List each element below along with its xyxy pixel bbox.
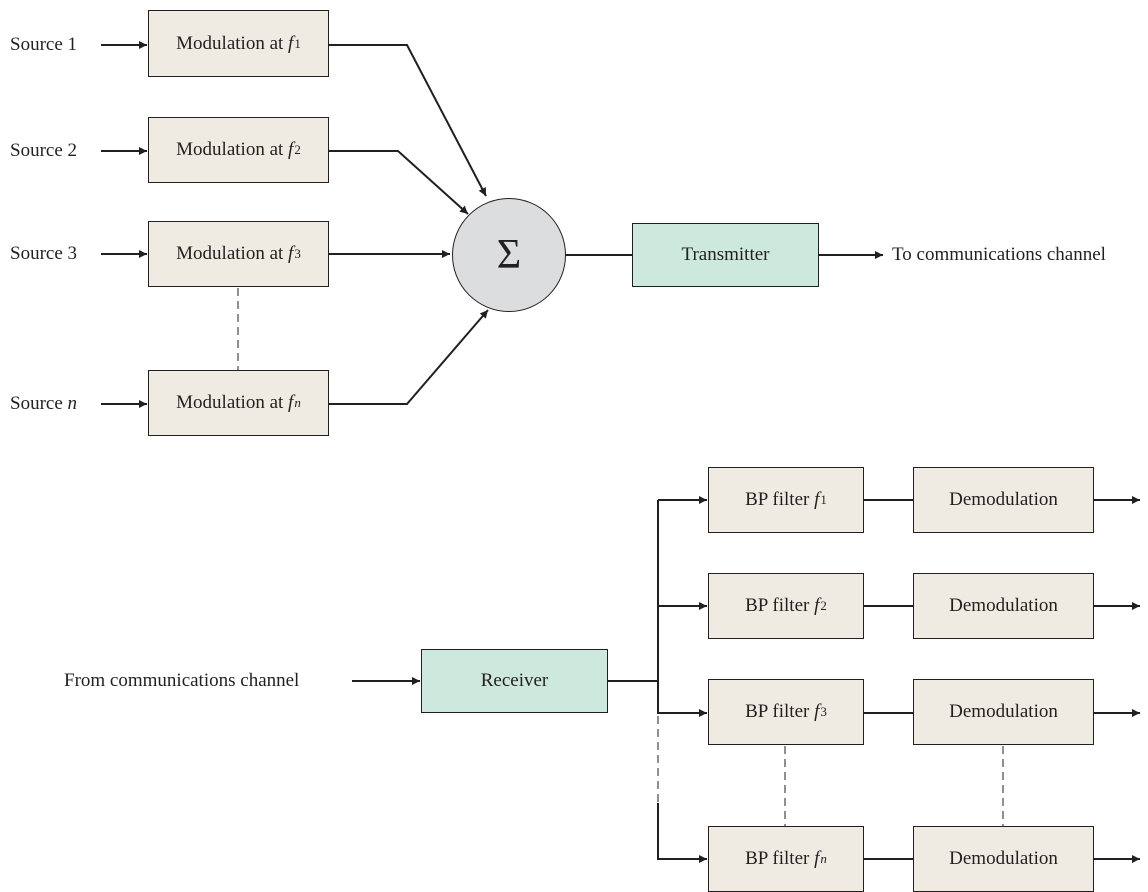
from-channel-label: From communications channel (64, 670, 300, 691)
source-1-label: Source 1 (10, 34, 78, 55)
demodulation-block-n: Demodulation (913, 826, 1094, 892)
summing-junction: Σ (452, 198, 566, 312)
source-2-label: Source 2 (10, 140, 78, 161)
demodulation-block-2: Demodulation (913, 573, 1094, 639)
to-channel-label: To communications channel (892, 244, 1106, 265)
mod-n-to-summer (329, 309, 489, 405)
mod-1-to-summer (329, 44, 487, 197)
demodulation-block-3: Demodulation (913, 679, 1094, 745)
transmitter-block: Transmitter (632, 223, 819, 287)
source-n-label: Source n (10, 393, 78, 414)
receiver-block: Receiver (421, 649, 608, 713)
mod-2-to-summer (329, 150, 469, 215)
sigma-symbol: Σ (496, 232, 522, 278)
demodulation-block-1: Demodulation (913, 467, 1094, 533)
source-3-label: Source 3 (10, 243, 78, 264)
